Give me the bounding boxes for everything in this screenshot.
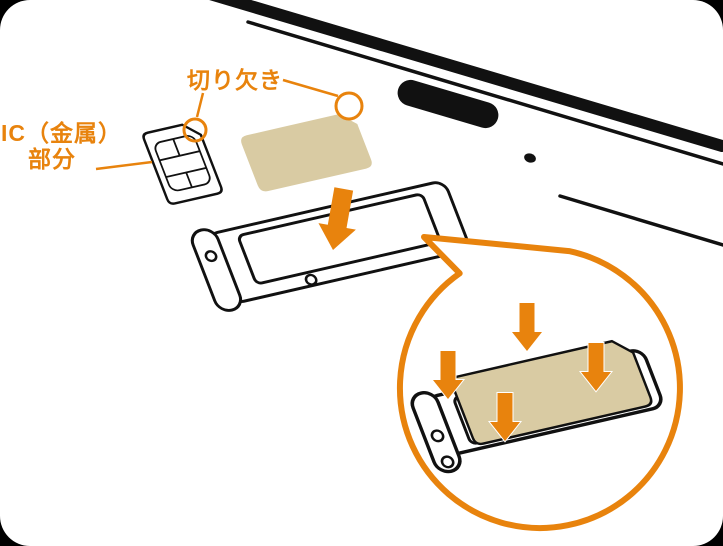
- sim-card-top: [241, 114, 372, 192]
- ic-callout-line: [95, 160, 153, 171]
- insert-down-arrow-icon: [318, 187, 356, 250]
- press-down-arrow-icon-3: [578, 342, 614, 393]
- phone-edge: [209, 0, 723, 247]
- notch-callout-line-right: [282, 78, 339, 98]
- press-down-arrow-icon-2: [509, 302, 545, 353]
- press-down-arrow-icon-4: [487, 392, 523, 443]
- tray-pinhole-2: [304, 273, 318, 286]
- mag-tray-pinhole-2: [440, 455, 455, 469]
- tray-pinhole-1: [204, 250, 218, 263]
- ic-contact-grid: [159, 138, 207, 188]
- notch-circle-small: [182, 117, 208, 143]
- mag-tray-pinhole-1: [430, 429, 445, 443]
- mic-pinhole: [524, 153, 536, 163]
- sim-slot: [397, 79, 499, 129]
- notch-callout-line-left: [195, 92, 205, 118]
- sim-card-side-body: [142, 123, 223, 205]
- phone-edge-inner-line: [246, 20, 723, 166]
- sim-card-top-body: [241, 114, 372, 192]
- sim-card-side: [142, 123, 223, 205]
- tray-end-cap: [190, 228, 243, 312]
- phone-front-edge-line: [558, 194, 723, 247]
- notch-label: 切り欠き: [187, 67, 283, 93]
- phone-edge-outer-line: [209, 0, 723, 152]
- magnified-view: [410, 302, 663, 474]
- press-down-arrow-icon-1: [430, 350, 466, 401]
- ic-metal-label-line1: IC（金属）: [1, 120, 122, 146]
- notch-circle-main: [334, 91, 364, 121]
- ic-metal-label-line2: 部分: [28, 146, 76, 172]
